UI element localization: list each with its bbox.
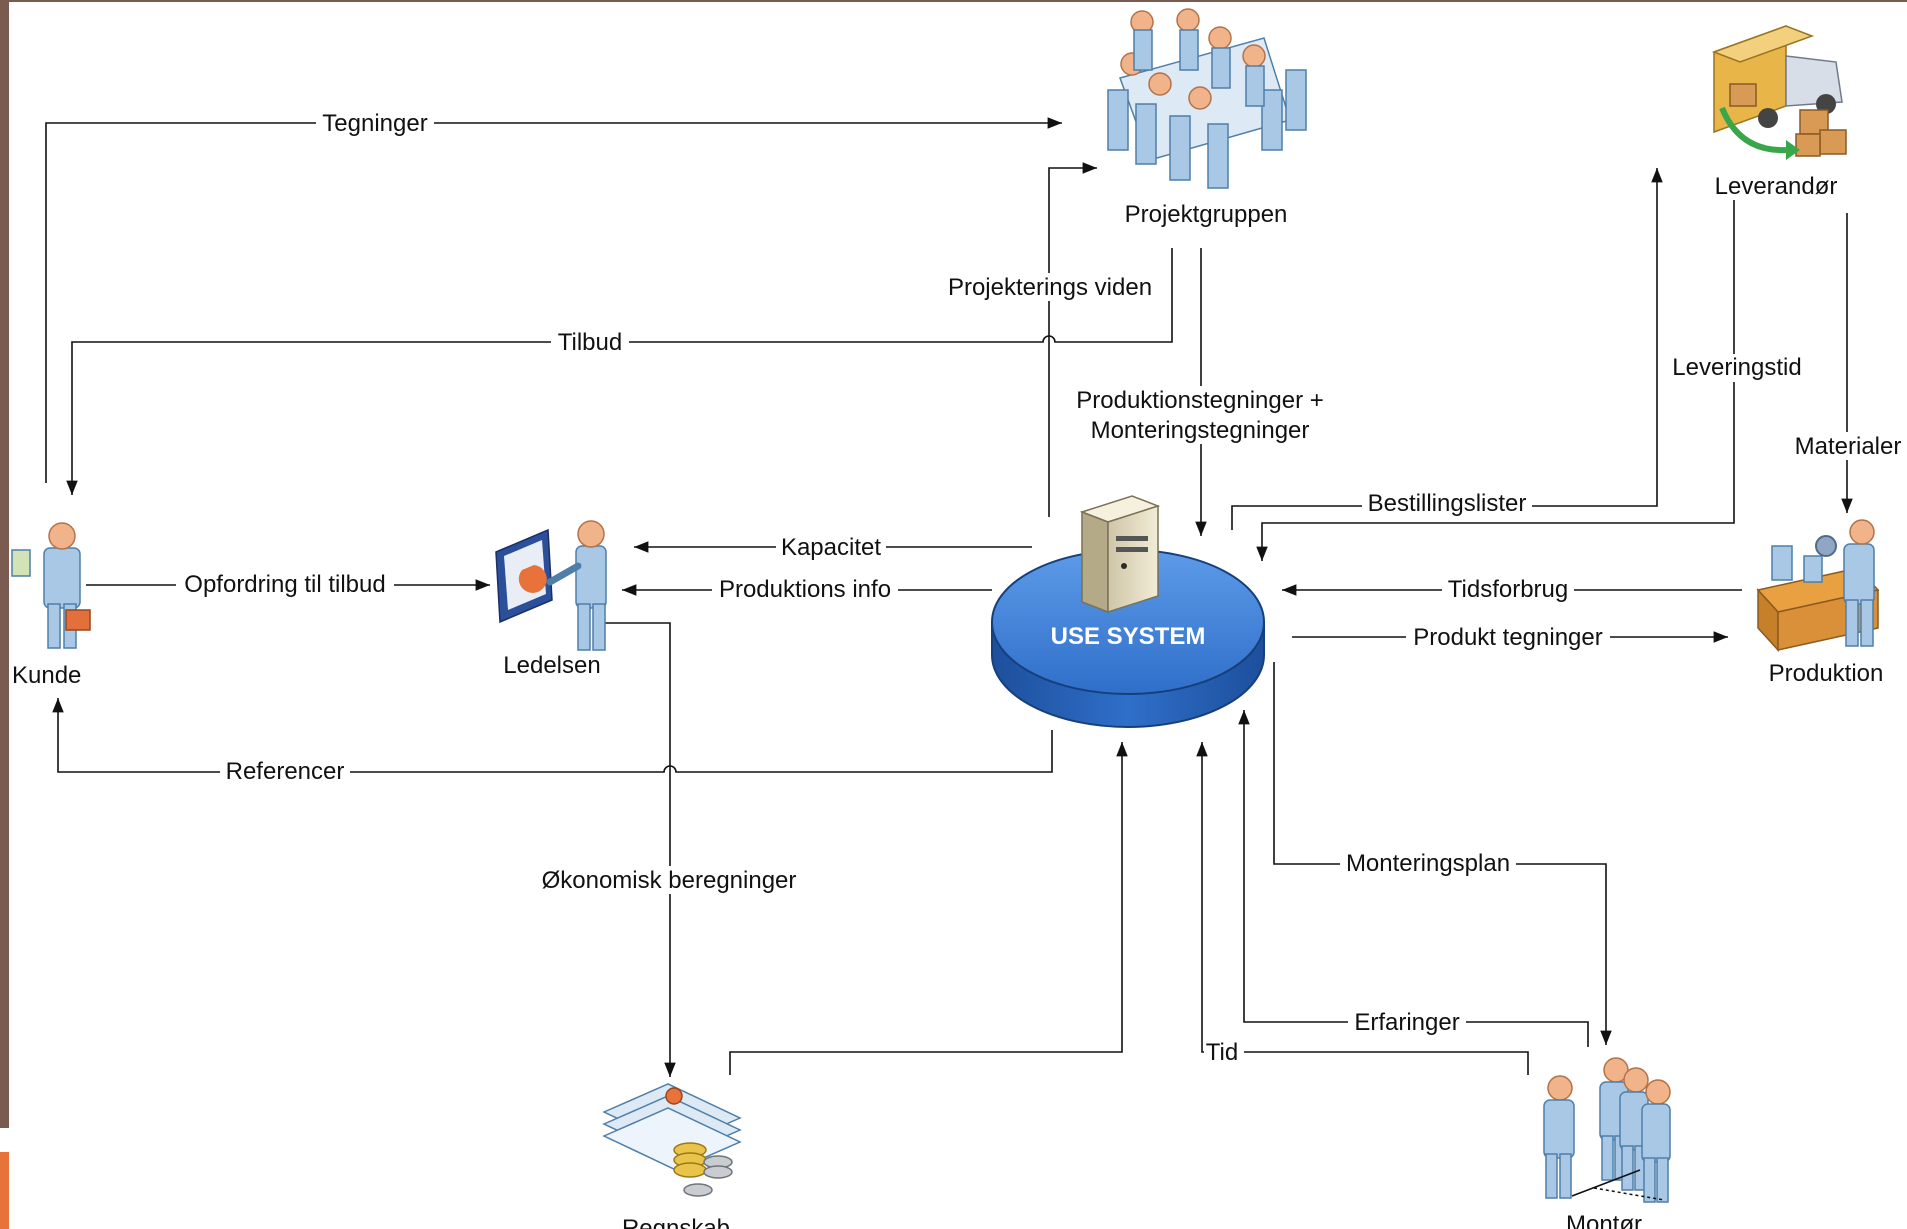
label-bg	[938, 273, 1164, 301]
kunde-node: Kunde	[11, 522, 91, 689]
regnskab-label: Regnskab	[622, 1215, 730, 1229]
label-bg	[712, 576, 898, 604]
produktion-label: Produktion	[1769, 660, 1884, 687]
ledelsen-node: Ledelsen	[495, 520, 607, 679]
montor-label: Montør	[1566, 1211, 1642, 1229]
label-bg	[551, 329, 629, 355]
label-bg	[176, 570, 394, 598]
edge-regnskab-to-use	[729, 742, 1128, 1075]
edge-referencer	[52, 698, 1053, 773]
label-bg	[220, 758, 350, 786]
label-kapacitet: Kapacitet	[781, 534, 881, 561]
label-bg	[316, 110, 434, 136]
label-okonomisk: Økonomisk beregninger	[542, 867, 797, 894]
label-produktions-info: Produktions info	[719, 576, 891, 603]
label-bg	[1406, 623, 1610, 651]
kunde-label: Kunde	[12, 662, 81, 689]
projektgruppen-node: Projektgruppen	[1107, 8, 1307, 228]
label-monteringsplan: Monteringsplan	[1346, 850, 1510, 877]
label-bg	[1066, 386, 1336, 444]
frame-accent-block	[0, 1152, 9, 1229]
meeting-icon	[1107, 8, 1307, 189]
edge-erfaringer	[1238, 710, 1589, 1047]
ledelsen-label: Ledelsen	[503, 652, 600, 679]
label-tidsforbrug: Tidsforbrug	[1448, 576, 1569, 603]
frame-left-border	[0, 0, 9, 1128]
presentation-board-icon	[495, 520, 607, 651]
label-referencer: Referencer	[226, 758, 345, 785]
label-produktionstegninger-1: Produktionstegninger +	[1076, 387, 1324, 414]
label-bg	[1666, 354, 1808, 382]
edge-projekterings-viden	[1048, 162, 1097, 517]
label-tegninger: Tegninger	[322, 110, 427, 137]
label-bg	[1340, 849, 1516, 877]
label-tid: Tid	[1206, 1039, 1238, 1066]
label-produkt-tegninger: Produkt tegninger	[1413, 624, 1602, 651]
edge-tegninger	[45, 117, 1062, 483]
label-projekterings-viden: Projekterings viden	[948, 274, 1152, 301]
edge-bestillingslister	[1231, 168, 1663, 530]
produktion-node: Produktion	[1756, 519, 1884, 687]
label-bestillingslister: Bestillingslister	[1368, 490, 1527, 517]
label-bg	[1204, 1038, 1244, 1066]
regnskab-node: Regnskab	[602, 1083, 742, 1229]
workers-group-icon	[1543, 1057, 1671, 1203]
label-produktionstegninger-2: Monteringstegninger	[1091, 417, 1310, 444]
edge-okonomisk	[600, 622, 676, 1077]
projektgruppen-label: Projektgruppen	[1125, 201, 1288, 228]
production-line-icon	[1756, 519, 1880, 652]
accounting-documents-icon	[602, 1083, 742, 1197]
server-icon	[1079, 495, 1161, 614]
label-bg	[776, 533, 886, 561]
label-bg	[1362, 490, 1532, 518]
delivery-truck-icon	[1711, 24, 1847, 160]
montor-node: Montør	[1543, 1057, 1671, 1229]
label-tilbud: Tilbud	[558, 329, 622, 356]
frame-top-border	[0, 0, 1907, 2]
leverandor-label: Leverandør	[1715, 173, 1838, 200]
leverandor-node: Leverandør	[1711, 24, 1847, 200]
label-bg	[1790, 432, 1906, 460]
label-leveringstid: Leveringstid	[1672, 354, 1801, 381]
label-bg	[528, 866, 812, 894]
label-erfaringer: Erfaringer	[1354, 1009, 1459, 1036]
edge-tid	[1196, 742, 1529, 1075]
customer-person-icon	[11, 522, 91, 649]
label-opfordring: Opfordring til tilbud	[184, 571, 385, 598]
label-materialer: Materialer	[1795, 433, 1902, 460]
use-system-node: USE SYSTEM	[991, 495, 1265, 728]
use-system-label: USE SYSTEM	[1051, 623, 1206, 650]
label-bg	[1442, 576, 1574, 604]
label-bg	[1348, 1008, 1466, 1036]
